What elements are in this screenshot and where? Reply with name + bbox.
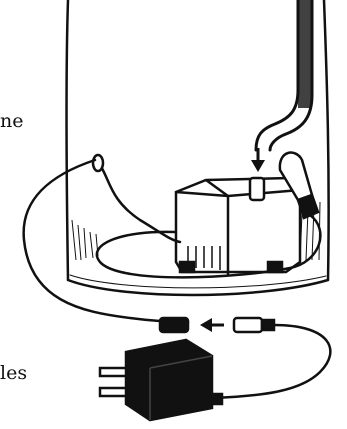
pump-icon (176, 178, 300, 276)
plug-cord (214, 325, 330, 398)
caption-top-fragment: ne (0, 110, 23, 132)
hose-icon (256, 0, 312, 150)
arrow-left-icon (200, 318, 224, 332)
caption-bottom-fragment: les (0, 362, 27, 384)
arrow-down-icon (251, 148, 265, 172)
plug-adapter-icon (100, 340, 222, 420)
